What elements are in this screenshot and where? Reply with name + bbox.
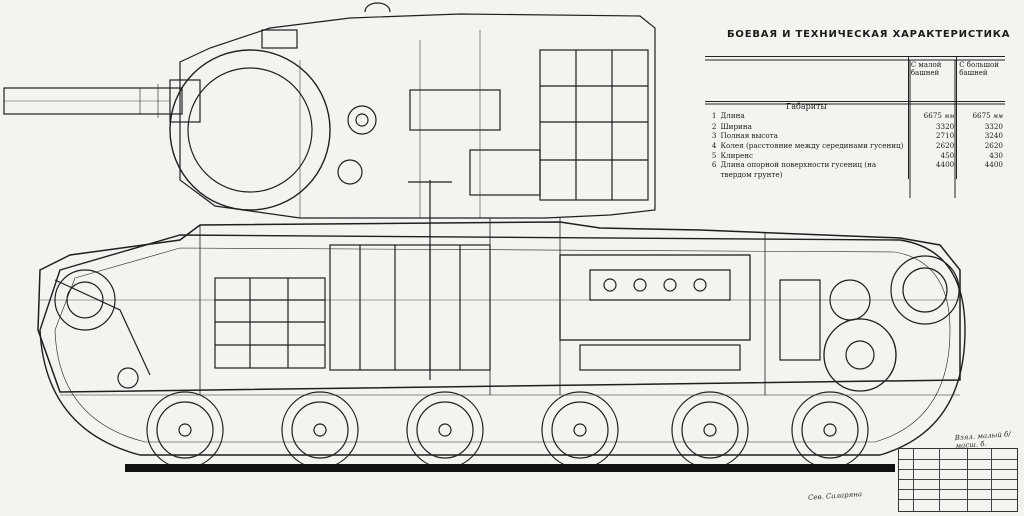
spec-row-large: 4400 <box>956 160 1005 180</box>
ground-line <box>125 464 895 472</box>
turret <box>169 2 656 219</box>
col-header-large-turret: С большой башней <box>956 55 1005 102</box>
unit-label: мм <box>993 113 1003 121</box>
spec-row-param: Клиренс <box>720 150 754 160</box>
road-wheels <box>54 255 960 469</box>
spec-row-param: Полная высота <box>720 131 778 141</box>
hull <box>37 180 961 393</box>
track <box>39 234 966 456</box>
spec-row-large: 3320 <box>956 121 1005 132</box>
spec-row-large: 6675 мм <box>956 111 1005 122</box>
title-block-stamp <box>898 448 1018 512</box>
spec-row-small: 450 <box>907 150 957 161</box>
spec-row-param: Длина <box>720 111 745 121</box>
spec-row-large: 2620 <box>956 140 1005 151</box>
spec-row-small: 3320 <box>907 121 957 132</box>
unit-label: мм <box>944 113 955 121</box>
spec-row-number: 4 <box>711 140 717 150</box>
spec-grid: С малой башней С большой башней Габариты… <box>705 55 1005 180</box>
spec-row-number: 2 <box>711 121 717 131</box>
spec-title: БОЕВАЯ И ТЕХНИЧЕСКАЯ ХАРАКТЕРИСТИКА <box>727 29 1011 40</box>
spec-row-small: 4400 <box>907 160 957 180</box>
col-header-small-turret: С малой башней <box>907 55 957 102</box>
spec-row-large: 3240 <box>956 131 1005 141</box>
spec-row-number: 6 <box>711 160 717 170</box>
spec-row-param: Длина опорной поверхности гусениц (на тв… <box>720 160 877 179</box>
spec-row-number: 5 <box>711 150 717 160</box>
spec-row-small: 2710 <box>907 131 957 141</box>
spec-row-param: Ширина <box>720 121 752 131</box>
spec-row-large: 430 <box>956 150 1005 161</box>
spec-row-number: 3 <box>711 131 717 141</box>
spec-row-param: Колея (расстояние между серединами гусен… <box>720 140 904 150</box>
spec-group-title: Габариты <box>785 101 827 111</box>
specification-table: БОЕВАЯ И ТЕХНИЧЕСКАЯ ХАРАКТЕРИСТИКА С ма… <box>705 29 1011 180</box>
gun-barrel <box>3 79 201 123</box>
spec-row-number: 1 <box>711 111 717 121</box>
spec-row-small: 2620 <box>907 140 957 151</box>
spec-row-small: 6675 мм <box>907 111 957 122</box>
